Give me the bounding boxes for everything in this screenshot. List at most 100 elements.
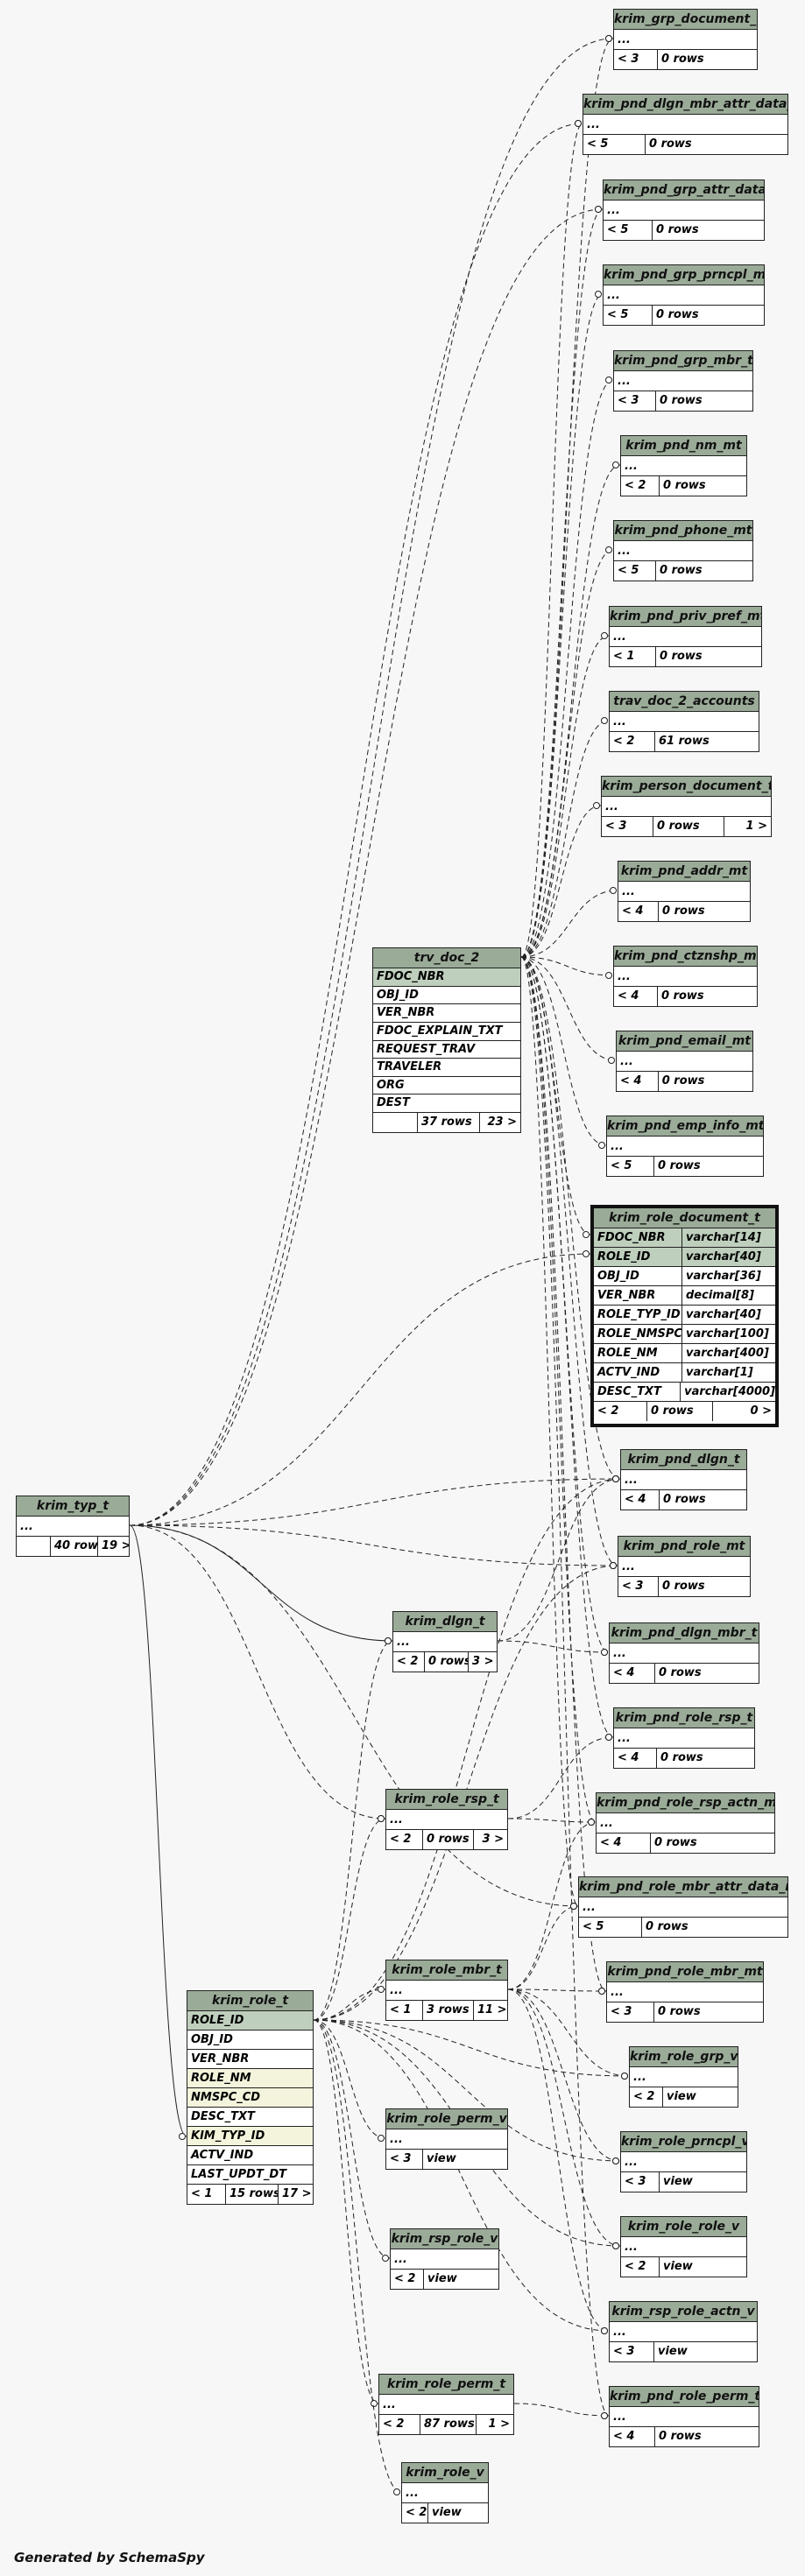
table-title: krim_role_grp_v [630, 2047, 738, 2067]
edge-trv-doc-2 [520, 956, 614, 1738]
edge-krim-role-t [313, 1640, 393, 2021]
edge-trv-doc-2 [520, 956, 614, 976]
table-title: krim_rsp_role_actn_v [610, 2302, 757, 2322]
table-row: ... [621, 2152, 746, 2172]
table-title: krim_dlgn_t [393, 1612, 497, 1632]
edge-trv-doc-2 [520, 805, 602, 958]
parent-count: < 1 [390, 2003, 412, 2016]
table-krim-typ-t[interactable]: krim_typ_t...40 rows19 > [16, 1496, 130, 1557]
edge-krim-role-perm-t [513, 2403, 610, 2417]
edge-krim-typ-t [129, 1524, 618, 1566]
row-count: 0 rows [645, 135, 787, 154]
column-type: varchar[40] [681, 1248, 775, 1266]
edge-endpoint [179, 2133, 186, 2140]
table-title: krim_pnd_role_mbr_attr_data_mt [579, 1877, 787, 1897]
row-count: 0 rows [658, 902, 750, 921]
column-type: varchar[1] [681, 1363, 775, 1382]
child-count: 3 > [473, 1830, 507, 1849]
edge-trv-doc-2 [520, 890, 618, 958]
table-row: ... [621, 2237, 746, 2257]
edge-trv-doc-2 [520, 956, 621, 1480]
edge-endpoint [378, 2135, 385, 2142]
edge-trv-doc-2 [520, 549, 614, 958]
parent-count: < 3 [611, 2005, 632, 2018]
row-count: view [423, 2270, 498, 2289]
parent-count: < 4 [625, 1493, 646, 1506]
table-row: ... [386, 2129, 507, 2150]
table-title: krim_person_document_t [602, 777, 771, 797]
table-title: krim_role_rsp_t [386, 1790, 507, 1810]
edge-endpoint [605, 377, 612, 384]
column-type: decimal[8] [681, 1286, 775, 1305]
edge-trv-doc-2 [520, 956, 579, 1907]
edge-krim-dlgn-t [497, 1478, 621, 1642]
row-count: 0 rows [657, 987, 757, 1006]
edge-trv-doc-2 [520, 956, 597, 1823]
table-row: ... [386, 1810, 507, 1830]
table-title: trv_doc_2 [373, 948, 520, 968]
edge-krim-typ-t [129, 208, 604, 1526]
table-row: ... [602, 797, 771, 817]
table-row: ... [621, 1470, 746, 1490]
edge-trv-doc-2 [520, 956, 591, 1235]
child-count: 1 > [476, 2415, 513, 2434]
table-title: krim_typ_t [17, 1496, 129, 1517]
table-row: ... [386, 1981, 507, 2001]
edge-trv-doc-2 [520, 464, 621, 958]
column-name: ROLE_NM [597, 1347, 658, 1360]
child-count: 19 > [97, 1537, 129, 1556]
table-title: krim_role_perm_t [379, 2375, 513, 2395]
row-count: 0 rows [653, 2002, 763, 2022]
table-title: krim_pnd_addr_mt [618, 862, 750, 882]
parent-count: < 2 [633, 2090, 655, 2103]
table-row: ... [614, 967, 757, 987]
table-row: ... [393, 1632, 497, 1652]
